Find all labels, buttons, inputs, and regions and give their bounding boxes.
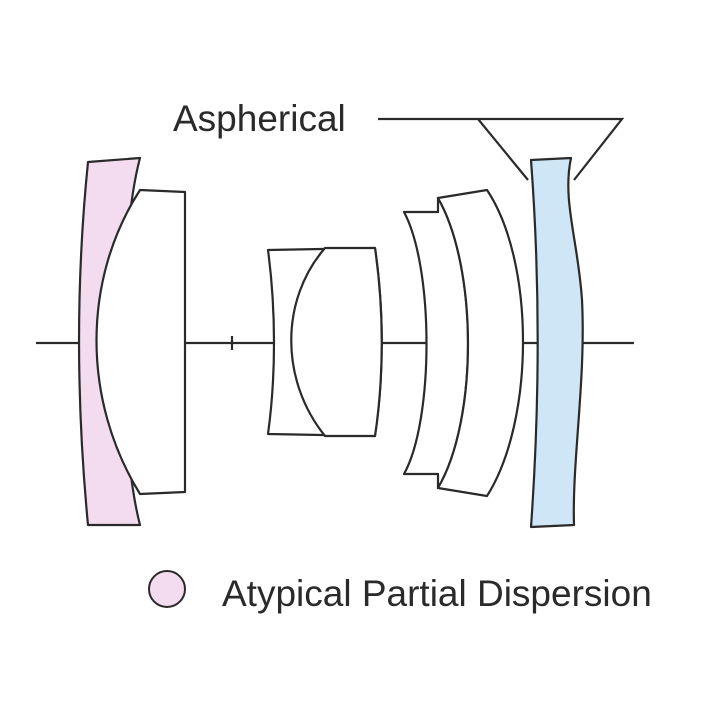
- aspherical-leader-line: [378, 117, 625, 181]
- lens-element-4: [290, 246, 383, 438]
- lens-element-7-aspherical: [529, 156, 584, 529]
- aspherical-label: Aspherical: [173, 98, 346, 139]
- legend-swatch-apd: [148, 570, 186, 608]
- legend-label: Atypical Partial Dispersion: [222, 573, 652, 614]
- lens-element-6: [436, 188, 525, 498]
- lens-element-2: [95, 188, 187, 496]
